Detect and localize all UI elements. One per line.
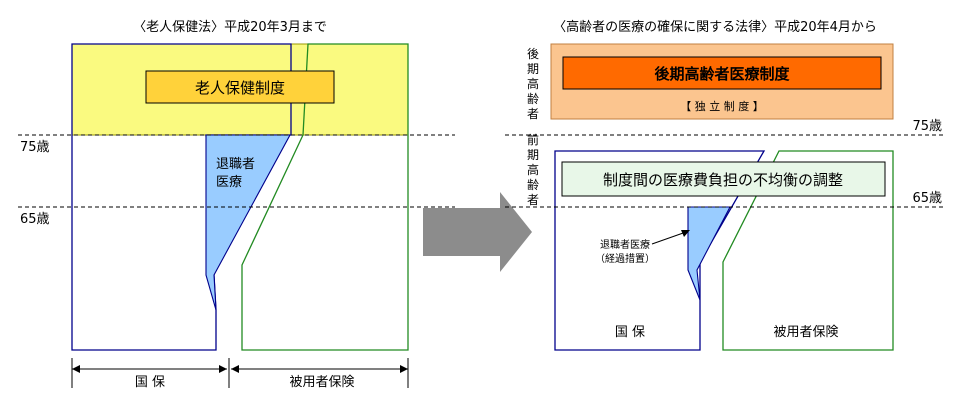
elderly-system-box [145, 70, 335, 104]
adjustment-box [561, 161, 886, 197]
svg-text:後: 後 [527, 47, 539, 61]
arrowhead [219, 365, 227, 373]
svg-text:前: 前 [527, 132, 539, 147]
svg-text:齢: 齢 [527, 177, 539, 192]
svg-text:高: 高 [527, 162, 539, 177]
retiree-wedge-left [205, 134, 291, 311]
kokuho-label-left: 国 保 [135, 375, 165, 390]
hiyosha-label-right: 被用者保険 [773, 325, 838, 340]
left-heading: 〈老人保健法〉平成20年3月まで [133, 20, 327, 35]
early-elderly-vertical-label: 前 期 高 齢 者 [527, 132, 539, 207]
adjustment-label: 制度間の医療費負担の不均衡の調整 [603, 171, 843, 189]
svg-text:者: 者 [527, 107, 539, 121]
hiyosha-label-left: 被用者保険 [289, 375, 354, 390]
age65-label-right: 65歳 [912, 191, 942, 206]
retiree-pointer [651, 231, 687, 245]
arrowhead [231, 365, 239, 373]
retiree-label-right-1: 退職者医療 [600, 238, 650, 251]
retiree-label-left-2: 医療 [216, 175, 242, 190]
svg-text:期: 期 [527, 62, 539, 76]
retiree-pointer-head [681, 230, 690, 237]
right-heading: 〈高齢者の医療の確保に関する法律〉平成20年4月から [553, 19, 877, 35]
late-elderly-system-box [562, 56, 882, 90]
arrowhead [72, 365, 80, 373]
retiree-label-left-1: 退職者 [216, 157, 255, 172]
age75-label-left: 75歳 [20, 140, 50, 155]
svg-text:期: 期 [527, 148, 539, 162]
svg-text:齢: 齢 [527, 91, 539, 106]
age75-label-right: 75歳 [912, 119, 942, 134]
late-elderly-vertical-label: 後 期 高 齢 者 [527, 47, 539, 121]
retiree-label-right-2: （経過措置） [595, 252, 655, 265]
hiyosha-outline-right [722, 150, 894, 351]
svg-text:高: 高 [527, 76, 539, 91]
late-elderly-system-label: 後期高齢者医療制度 [653, 65, 790, 83]
age65-label-left: 65歳 [20, 212, 50, 227]
transition-arrow [423, 192, 532, 272]
elderly-system-label: 老人保健制度 [195, 79, 285, 97]
independent-system-label: 【 独 立 制 度 】 [680, 99, 763, 113]
svg-text:者: 者 [527, 193, 539, 207]
kokuho-label-right: 国 保 [615, 325, 645, 340]
hiyosha-outline-left [241, 43, 409, 351]
arrowhead [400, 365, 408, 373]
